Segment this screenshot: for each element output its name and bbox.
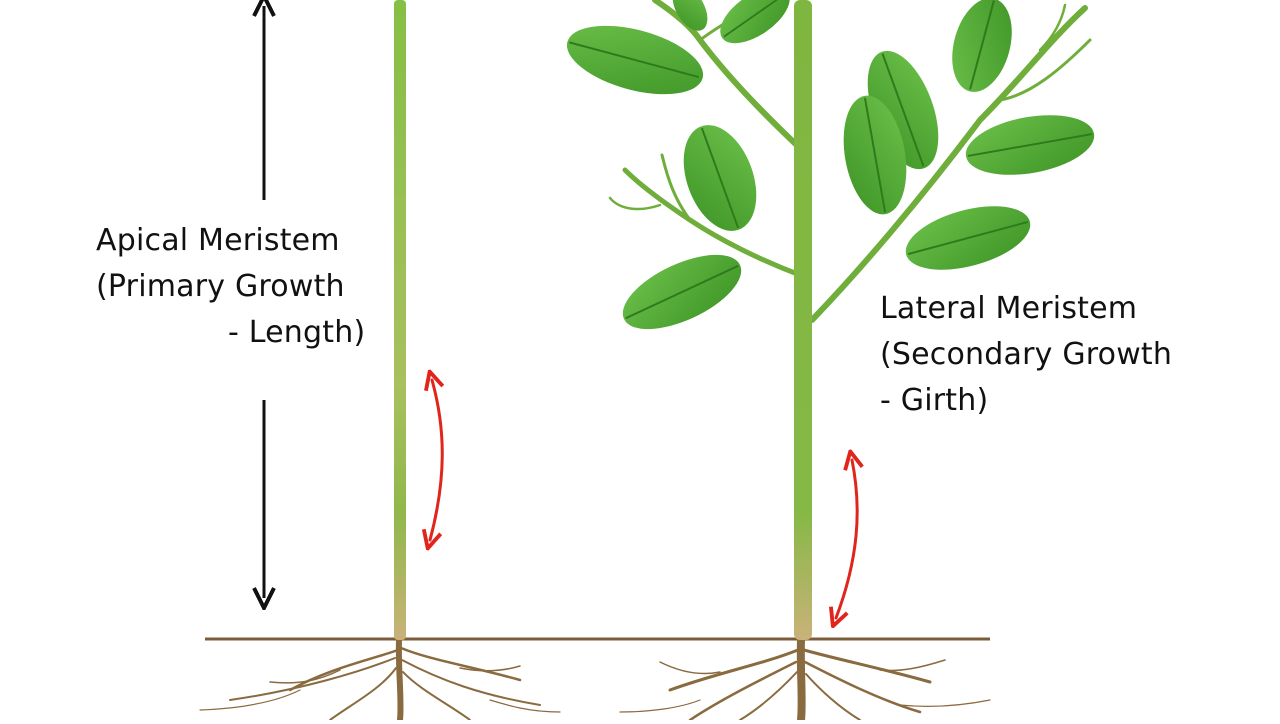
- right-stem: [794, 0, 812, 640]
- lateral-label-line-1: Lateral Meristem: [880, 291, 1138, 326]
- apical-label-line-1: Apical Meristem: [96, 223, 340, 258]
- right-growth-arrow: [836, 460, 857, 618]
- apical-label-line-2: (Primary Growth: [96, 269, 345, 304]
- apical-label-line-3: - Length): [228, 315, 366, 350]
- lateral-label-line-3: - Girth): [880, 383, 989, 418]
- right-roots: [619, 636, 991, 724]
- lateral-label-line-2: (Secondary Growth: [880, 337, 1173, 372]
- left-growth-arrow: [430, 380, 442, 540]
- right-branches: [608, 0, 1092, 323]
- left-plant: [199, 0, 561, 723]
- lateral-meristem-label: Lateral Meristem (Secondary Growth - Gir…: [880, 286, 1172, 424]
- right-leaves: [566, 0, 1095, 330]
- left-stem: [394, 0, 406, 640]
- apical-meristem-label: Apical Meristem (Primary Growth - Length…: [96, 218, 365, 356]
- right-plant: [566, 0, 1095, 724]
- left-roots: [199, 637, 561, 723]
